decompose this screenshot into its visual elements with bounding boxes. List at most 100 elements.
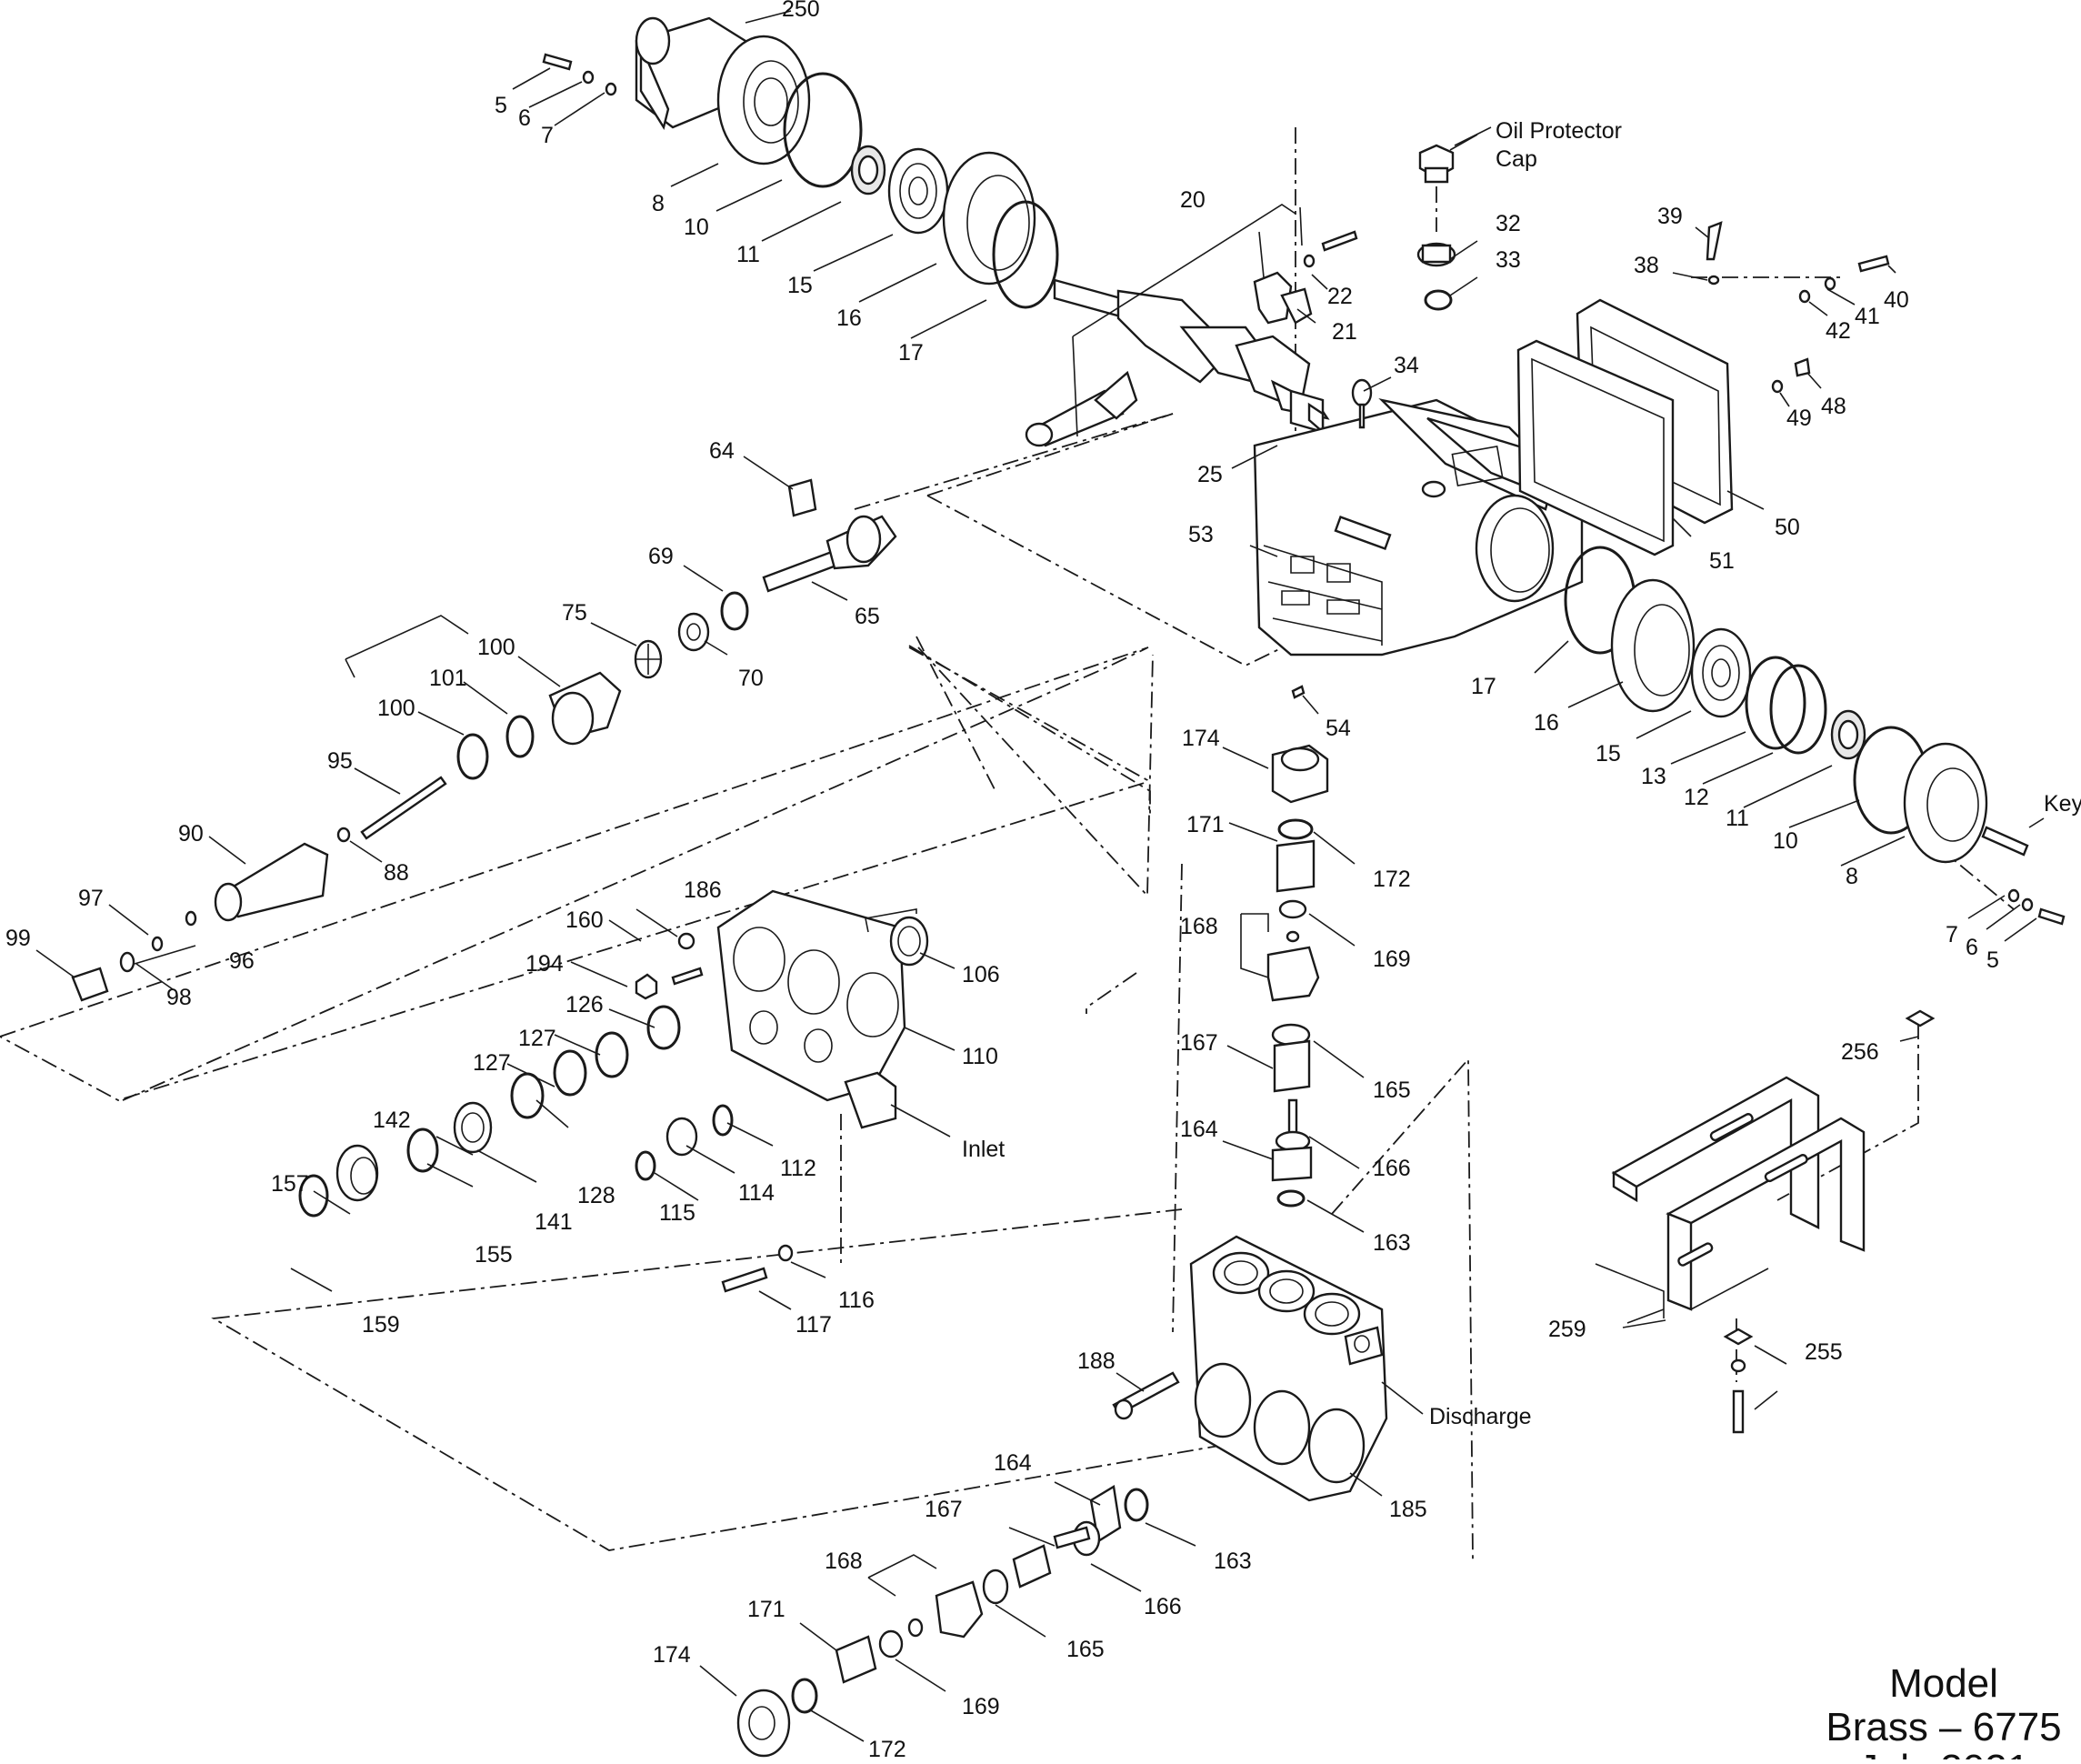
inlet-label: Inlet xyxy=(962,1137,1005,1162)
discharge-manifold xyxy=(1112,1235,1388,1502)
part-label: 163 xyxy=(1214,1549,1252,1574)
named-callouts: Oil Protector Cap Key Inlet Discharge xyxy=(962,118,2081,1429)
part-label: 50 xyxy=(1775,515,1800,540)
inlet-manifold-group xyxy=(298,889,929,1293)
part-label: 126 xyxy=(565,992,604,1017)
part-label: 164 xyxy=(1180,1117,1218,1142)
leader-lines xyxy=(35,10,2045,1742)
part-label: 256 xyxy=(1841,1039,1879,1065)
part-label: 20 xyxy=(1180,187,1206,213)
part-label: 6 xyxy=(1966,935,1978,960)
part-label: 54 xyxy=(1326,716,1351,741)
part-labels: 5 6 7 250 8 10 11 15 16 17 20 22 21 25 3… xyxy=(5,0,1999,1762)
oil-protector-cap-label-2: Cap xyxy=(1496,146,1537,172)
oil-cap-group xyxy=(1351,144,1456,429)
part-label: 174 xyxy=(1182,726,1220,751)
part-label: 17 xyxy=(898,340,924,366)
front-cover-group xyxy=(542,16,1059,309)
part-label: 168 xyxy=(825,1549,863,1574)
part-label: 13 xyxy=(1641,764,1666,789)
part-label: 64 xyxy=(709,438,735,464)
part-label: 16 xyxy=(836,306,862,331)
part-label: 11 xyxy=(736,242,760,267)
part-label: 159 xyxy=(362,1312,400,1338)
part-label: 97 xyxy=(78,886,104,911)
part-label: 160 xyxy=(565,907,604,933)
part-label: 167 xyxy=(1180,1030,1218,1056)
part-label: 48 xyxy=(1821,394,1846,419)
part-label: 42 xyxy=(1826,318,1851,344)
part-label: 171 xyxy=(747,1597,785,1622)
valve-stack-upper xyxy=(1266,744,1329,1208)
part-label: 6 xyxy=(518,105,531,131)
part-label: 40 xyxy=(1884,287,1909,313)
part-label: 115 xyxy=(659,1200,695,1226)
part-label: 38 xyxy=(1634,253,1659,278)
part-label: 22 xyxy=(1327,284,1353,309)
part-label: 11 xyxy=(1726,806,1749,831)
part-label: 15 xyxy=(1596,741,1621,767)
discharge-label: Discharge xyxy=(1429,1404,1532,1429)
part-label: 32 xyxy=(1496,211,1521,236)
part-label: 172 xyxy=(868,1737,906,1759)
model-date: July 2021 xyxy=(1858,1747,2029,1759)
part-label: 5 xyxy=(1986,947,1999,973)
part-label: 70 xyxy=(738,666,764,691)
part-label: 110 xyxy=(962,1044,998,1069)
part-label: 117 xyxy=(795,1312,832,1338)
part-label: 100 xyxy=(377,696,415,721)
part-label: 8 xyxy=(652,191,665,216)
part-label: 8 xyxy=(1846,864,1858,889)
part-label: 174 xyxy=(653,1642,691,1668)
part-label: 95 xyxy=(327,748,353,774)
part-label: 41 xyxy=(1855,304,1880,329)
part-label: 10 xyxy=(684,215,709,240)
part-label: 100 xyxy=(477,635,515,660)
part-label: 98 xyxy=(166,985,192,1010)
part-label: 255 xyxy=(1805,1339,1843,1365)
part-label: 88 xyxy=(384,860,409,886)
part-label: 185 xyxy=(1389,1497,1427,1522)
part-label: 25 xyxy=(1197,462,1223,487)
part-label: 259 xyxy=(1548,1317,1586,1342)
part-label: 167 xyxy=(925,1497,963,1522)
part-label: 51 xyxy=(1709,548,1735,574)
part-label: 168 xyxy=(1180,914,1218,939)
grouping-brackets xyxy=(345,204,1666,1597)
part-label: 166 xyxy=(1144,1594,1182,1619)
part-label: 53 xyxy=(1188,522,1214,547)
part-label: 166 xyxy=(1373,1156,1411,1181)
part-label: 141 xyxy=(535,1209,573,1235)
plunger-group xyxy=(71,478,897,1002)
part-label: 75 xyxy=(562,600,587,626)
part-label: 186 xyxy=(684,877,722,903)
part-label: 128 xyxy=(577,1183,615,1208)
part-label: 96 xyxy=(229,948,255,974)
part-label: 106 xyxy=(962,962,1000,987)
model-heading: Model xyxy=(1889,1661,1998,1706)
part-label: 12 xyxy=(1684,785,1709,810)
part-label: 163 xyxy=(1373,1230,1411,1256)
valve-stack-lower xyxy=(736,1485,1149,1758)
key-label: Key xyxy=(2044,791,2081,817)
part-label: 5 xyxy=(495,93,507,118)
part-label: 169 xyxy=(1373,947,1411,972)
part-label: 165 xyxy=(1373,1077,1411,1103)
part-label: 127 xyxy=(518,1026,556,1051)
part-label: 90 xyxy=(178,821,204,847)
part-label: 39 xyxy=(1657,204,1683,229)
rear-cover-group xyxy=(1516,221,1890,556)
part-label: 171 xyxy=(1186,812,1225,837)
oil-protector-cap-label: Oil Protector xyxy=(1496,118,1622,144)
part-label: 114 xyxy=(738,1180,775,1206)
model-info: Model Brass – 6775 July 2021 xyxy=(1826,1661,2061,1764)
part-label: 142 xyxy=(373,1108,411,1133)
part-label: 15 xyxy=(787,273,813,298)
part-label: 65 xyxy=(855,604,880,629)
part-label: 172 xyxy=(1373,867,1411,892)
part-label: 112 xyxy=(780,1156,816,1181)
part-label: 165 xyxy=(1066,1637,1105,1662)
part-label: 7 xyxy=(541,123,554,148)
